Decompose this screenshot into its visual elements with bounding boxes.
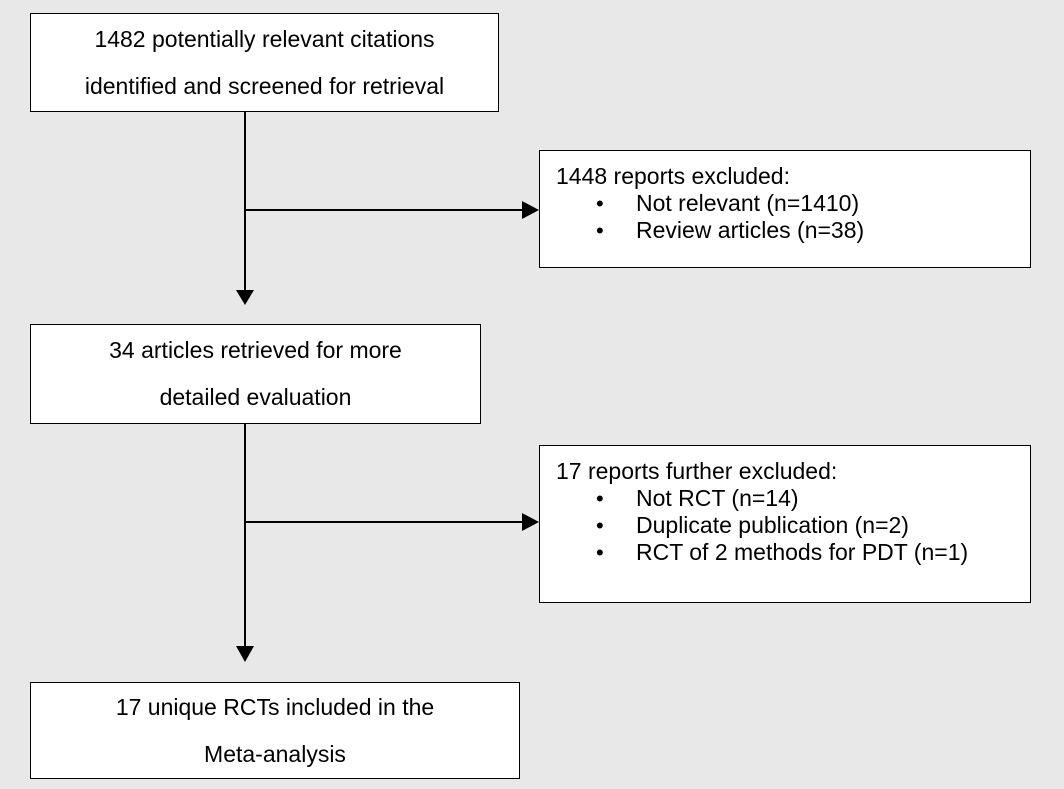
step1-line-1: 1482 potentially relevant citations (94, 25, 435, 52)
exclusion2-item-3: RCT of 2 methods for PDT (n=1) (636, 539, 969, 565)
exclusion1-list: • Not relevant (n=1410) • Review article… (556, 190, 1030, 244)
arrowhead-to-exclusion2 (522, 513, 539, 531)
bullet-icon: • (596, 218, 604, 243)
step2-line-1: 34 articles retrieved for more (109, 337, 402, 363)
exclusion1-item-2: Review articles (n=38) (636, 217, 865, 243)
exclusion2-title: 17 reports further excluded: (556, 458, 838, 484)
arrowhead-to-step3 (236, 646, 254, 662)
arrowhead-to-exclusion1 (522, 201, 539, 219)
bullet-icon: • (596, 486, 604, 511)
exclusion2-list: • Not RCT (n=14) • Duplicate publication… (556, 485, 1030, 566)
step3-line-1: 17 unique RCTs included in the (115, 693, 435, 720)
arrowhead-to-step2 (236, 290, 254, 305)
exclusion2-item-2: Duplicate publication (n=2) (636, 512, 909, 538)
step1-line-2: identified and screened for retrieval (84, 72, 445, 99)
step3-line-2: Meta-analysis (204, 740, 346, 767)
step2-line-2: detailed evaluation (159, 384, 352, 410)
exclusion2-item-1: Not RCT (n=14) (636, 485, 799, 511)
exclusion1-item-1: Not relevant (n=1410) (636, 190, 860, 216)
step2-box: 34 articles retrieved for more detailed … (30, 324, 481, 424)
exclusion2-box: 17 reports further excluded: • Not RCT (… (539, 445, 1031, 603)
list-item: • Review articles (n=38) (556, 217, 1030, 244)
exclusion1-box: 1448 reports excluded: • Not relevant (n… (539, 150, 1031, 268)
list-item: • RCT of 2 methods for PDT (n=1) (556, 539, 1030, 566)
list-item: • Not RCT (n=14) (556, 485, 1030, 512)
list-item: • Duplicate publication (n=2) (556, 512, 1030, 539)
step1-box: 1482 potentially relevant citations iden… (30, 13, 499, 112)
step3-box: 17 unique RCTs included in the Meta-anal… (30, 682, 520, 779)
bullet-icon: • (596, 540, 604, 565)
bullet-icon: • (596, 191, 604, 216)
bullet-icon: • (596, 513, 604, 538)
list-item: • Not relevant (n=1410) (556, 190, 1030, 217)
exclusion1-title: 1448 reports excluded: (556, 163, 790, 189)
